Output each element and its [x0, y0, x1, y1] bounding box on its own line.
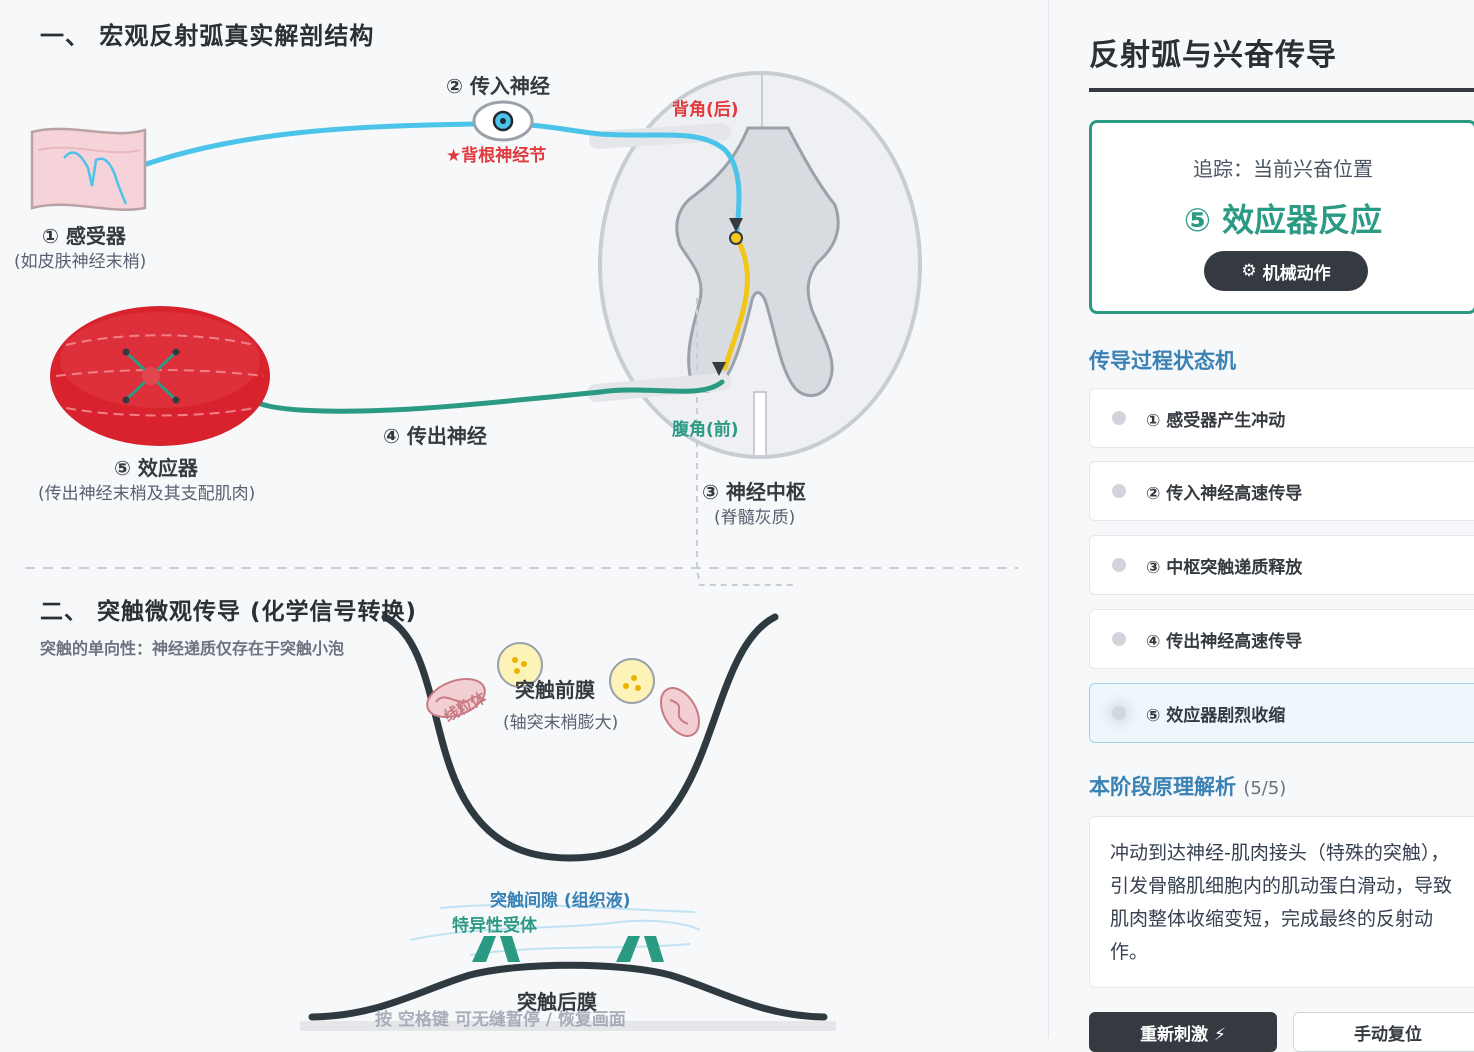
mitochondrion-crista	[669, 699, 689, 725]
presynaptic-label: 突触前膜	[515, 678, 595, 702]
control-panel: 反射弧与兴奋传导 追踪：当前兴奋位置 ⑤ 效应器反应 ⚙ 机械动作 传导过程状态…	[1048, 0, 1474, 1052]
specific-receptor	[472, 936, 496, 962]
state-dot	[1112, 632, 1126, 646]
tracker-badge-label: 机械动作	[1262, 263, 1331, 284]
synaptic-vesicle	[609, 658, 655, 704]
ventral-horn-label: 腹角(前)	[672, 420, 739, 440]
endplate-node	[122, 348, 130, 356]
panel-title: 反射弧与兴奋传导	[1089, 38, 1337, 73]
state-item[interactable]: ② 传入神经高速传导	[1089, 461, 1474, 521]
state-item[interactable]: ④ 传出神经高速传导	[1089, 609, 1474, 669]
excitation-tracker: 追踪：当前兴奋位置 ⑤ 效应器反应 ⚙ 机械动作	[1089, 120, 1474, 314]
neurotransmitter-dot	[512, 657, 518, 663]
panel-title-underline	[1089, 88, 1474, 92]
section2-note: 突触的单向性：神经递质仅存在于突触小泡	[40, 639, 345, 658]
explain-title-text: 本阶段原理解析	[1089, 775, 1236, 799]
mitochondrion-crista	[435, 695, 475, 703]
dorsal-root-ganglion-label: ★背根神经节	[446, 146, 547, 166]
state-item-active[interactable]: ⑤ 效应器剧烈收缩	[1089, 683, 1474, 743]
reset-button[interactable]: 手动复位	[1293, 1012, 1474, 1052]
center-sub: (脊髓灰质)	[714, 508, 796, 528]
postsynaptic-shadow	[300, 1021, 836, 1031]
dorsal-horn-label: 背角(后)	[672, 100, 739, 120]
postsynaptic-label: 突触后膜	[517, 990, 597, 1014]
presynaptic-membrane	[381, 613, 779, 862]
diagram-svg	[25, 71, 1018, 1031]
gear-icon: ⚙	[1241, 261, 1257, 281]
grey-matter	[675, 126, 840, 397]
cleft-fluid-line	[409, 919, 701, 941]
neurotransmitter-dot	[521, 661, 527, 667]
muscle-fiber-line	[55, 369, 265, 377]
state-label: ③ 中枢突触递质释放	[1146, 557, 1303, 578]
presynaptic-sub: (轴突末梢膨大)	[503, 713, 619, 733]
efferent-nerve-label: ④ 传出神经	[383, 424, 487, 448]
section2-title: 二、 突触微观传导 (化学信号转换)	[40, 599, 418, 625]
tracker-label: 追踪：当前兴奋位置	[1193, 157, 1373, 181]
state-dot	[1112, 484, 1126, 498]
neurotransmitter-dot	[623, 683, 629, 689]
endplate-center	[142, 367, 160, 385]
state-label: ① 感受器产生冲动	[1146, 410, 1286, 431]
neurotransmitter-dot	[631, 675, 637, 681]
postsynaptic-membrane	[308, 961, 828, 1021]
neurotransmitter-dot	[514, 668, 520, 674]
explain-count: (5/5)	[1243, 778, 1287, 799]
explain-title: 本阶段原理解析 (5/5)	[1089, 771, 1286, 801]
cleft-fluid-line	[439, 903, 696, 913]
restimulate-button[interactable]: 重新刺激 ⚡	[1089, 1012, 1277, 1052]
state-dot	[1112, 706, 1126, 720]
efferent-nerve-path	[247, 379, 725, 414]
effector-label: ⑤ 效应器	[114, 456, 198, 480]
guide-dashed-line	[696, 298, 795, 586]
tracker-value: ⑤ 效应器反应	[1183, 201, 1383, 239]
muscle-highlight	[60, 312, 260, 408]
specific-receptor	[616, 936, 640, 962]
endplate-node	[172, 348, 180, 356]
state-item[interactable]: ③ 中枢突触递质释放	[1089, 535, 1474, 595]
synapse-node	[729, 231, 743, 245]
neurotransmitter-dot	[635, 685, 641, 691]
mitochondrion	[426, 678, 486, 718]
endplate-node	[122, 396, 130, 404]
state-label: ④ 传出神经高速传导	[1146, 631, 1303, 652]
keyboard-hint: 按 空格键 可无缝暂停 / 恢复画面	[375, 1010, 626, 1030]
explain-box: 冲动到达神经-肌肉接头（特殊的突触），引发骨骼肌细胞内的肌动蛋白滑动，导致肌肉整…	[1089, 816, 1474, 988]
specific-receptor	[644, 936, 664, 962]
tracker-badge: ⚙ 机械动作	[1204, 251, 1368, 291]
synapse-arrow-1	[729, 218, 743, 232]
ganglion-nucleus	[500, 118, 506, 124]
synaptic-vesicle	[497, 642, 543, 688]
state-label: ⑤ 效应器剧烈收缩	[1146, 705, 1286, 726]
ventral-fissure	[753, 391, 767, 457]
states-title: 传导过程状态机	[1089, 349, 1236, 373]
section1-title: 一、 宏观反射弧真实解剖结构	[40, 22, 375, 50]
afferent-nerve-path	[132, 121, 742, 233]
state-label: ② 传入神经高速传导	[1146, 483, 1303, 504]
afferent-nerve-label: ② 传入神经	[446, 74, 550, 98]
receptor-nerve-ending	[63, 151, 128, 205]
receptor-sub: (如皮肤神经末梢)	[14, 252, 147, 272]
specific-receptor-label: 特异性受体	[452, 916, 537, 936]
receptor-label: ① 感受器	[42, 224, 126, 248]
interneuron-path	[722, 235, 750, 371]
state-item[interactable]: ① 感受器产生冲动	[1089, 388, 1474, 448]
specific-receptor	[500, 936, 520, 962]
muscle-fiber-line	[65, 407, 255, 417]
center-label: ③ 神经中枢	[702, 480, 806, 504]
state-dot	[1112, 411, 1126, 425]
diagram-stage: 一、 宏观反射弧真实解剖结构 ② 传入神经 ★背根神经节 背角(后) 腹角(前)…	[14, 22, 1018, 1031]
effector-sub: (传出神经末梢及其支配肌肉)	[38, 484, 256, 504]
mitochondrion	[660, 687, 700, 737]
muscle-fiber-line	[65, 334, 255, 346]
cleft-fluid-line	[469, 943, 691, 956]
endplate-node	[172, 396, 180, 404]
skin-layer	[37, 146, 141, 154]
synaptic-cleft-label: 突触间隙 (组织液)	[490, 891, 631, 911]
synapse-arrow-2	[712, 362, 726, 376]
state-dot	[1112, 558, 1126, 572]
